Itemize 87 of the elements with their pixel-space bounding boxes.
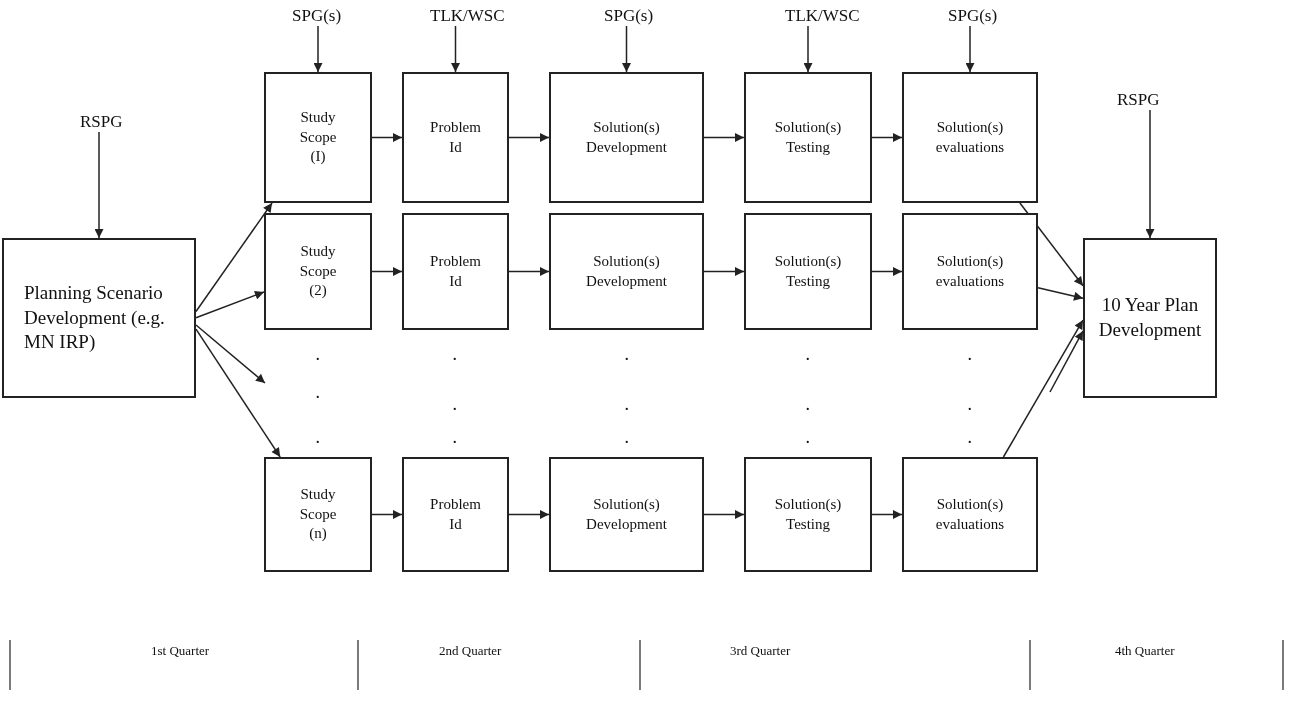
process-box	[549, 213, 704, 330]
input-label: TLK/WSC	[430, 6, 505, 27]
box-label: Study Scope (2)	[298, 242, 338, 301]
ellipsis-dot: .	[452, 345, 457, 363]
arrow	[195, 328, 281, 458]
arrow	[371, 267, 403, 276]
box-label: Solution(s) Testing	[773, 252, 843, 291]
arrow	[195, 202, 273, 313]
arrow	[94, 131, 104, 239]
box-label: 10 Year Plan Development	[1097, 293, 1203, 342]
box-label: Study Scope (I)	[298, 108, 338, 167]
period-label: 4th Quarter	[1115, 644, 1175, 657]
arrow	[622, 25, 631, 73]
box-label: Problem Id	[429, 118, 482, 157]
arrow	[1049, 330, 1084, 393]
input-label: SPG(s)	[604, 6, 654, 27]
arrow	[871, 267, 903, 276]
arrow	[1145, 109, 1155, 239]
arrow	[313, 25, 323, 73]
arrow	[508, 133, 550, 142]
period-label: 3rd Quarter	[730, 644, 791, 657]
arrow	[1037, 286, 1084, 301]
process-box	[2, 238, 196, 398]
arrow	[371, 510, 403, 519]
arrow	[803, 25, 813, 73]
ellipsis-dot: .	[967, 428, 972, 446]
box-label: Planning Scenario Development (e.g. MN IRP)	[24, 280, 166, 355]
period-label: 1st Quarter	[151, 644, 210, 657]
arrow	[508, 267, 550, 276]
arrow	[871, 510, 903, 519]
process-box	[549, 457, 704, 572]
process-box	[402, 213, 509, 330]
process-box	[264, 213, 372, 330]
process-box	[264, 72, 372, 203]
box-label: Problem Id	[429, 495, 482, 534]
period-label: 2nd Quarter	[439, 644, 502, 657]
box-label: Solution(s) Development	[585, 252, 668, 291]
ellipsis-dot: .	[315, 383, 320, 401]
box-label: Solution(s) evaluations	[934, 252, 1006, 291]
box-label: Solution(s) Testing	[773, 495, 843, 534]
arrow	[871, 133, 903, 142]
input-label: SPG(s)	[948, 6, 998, 27]
ellipsis-dot: .	[624, 345, 629, 363]
input-label: TLK/WSC	[785, 6, 860, 27]
process-box	[264, 457, 372, 572]
box-label: Solution(s) Development	[585, 118, 668, 157]
process-box	[744, 213, 872, 330]
arrow	[703, 267, 745, 276]
arrow	[451, 25, 460, 73]
arrow	[965, 25, 975, 73]
box-label: Solution(s) Testing	[773, 118, 843, 157]
ellipsis-dot: .	[805, 395, 810, 413]
arrow	[195, 324, 266, 384]
input-label: SPG(s)	[292, 6, 342, 27]
ellipsis-dot: .	[805, 345, 810, 363]
arrow	[195, 290, 265, 319]
box-label: Problem Id	[429, 252, 482, 291]
arrow	[703, 510, 745, 519]
process-box	[902, 72, 1038, 203]
arrow	[703, 133, 745, 142]
input-label: RSPG	[1117, 90, 1160, 111]
process-box	[744, 72, 872, 203]
ellipsis-dot: .	[452, 428, 457, 446]
process-box	[744, 457, 872, 572]
ellipsis-dot: .	[967, 395, 972, 413]
arrow	[371, 133, 403, 142]
process-box	[902, 457, 1038, 572]
arrow	[1019, 202, 1084, 287]
ellipsis-dot: .	[624, 428, 629, 446]
box-label: Study Scope (n)	[298, 485, 338, 544]
box-label: Solution(s) evaluations	[934, 495, 1006, 534]
input-label: RSPG	[80, 112, 123, 133]
ellipsis-dot: .	[452, 395, 457, 413]
ellipsis-dot: .	[967, 345, 972, 363]
arrow	[508, 510, 550, 519]
arrow	[1002, 319, 1084, 458]
ellipsis-dot: .	[805, 428, 810, 446]
box-label: Solution(s) evaluations	[934, 118, 1006, 157]
process-box	[902, 213, 1038, 330]
ellipsis-dot: .	[315, 345, 320, 363]
process-box	[402, 457, 509, 572]
process-box	[1083, 238, 1217, 398]
process-box	[402, 72, 509, 203]
ellipsis-dot: .	[315, 428, 320, 446]
process-box	[549, 72, 704, 203]
box-label: Solution(s) Development	[585, 495, 668, 534]
ellipsis-dot: .	[624, 395, 629, 413]
